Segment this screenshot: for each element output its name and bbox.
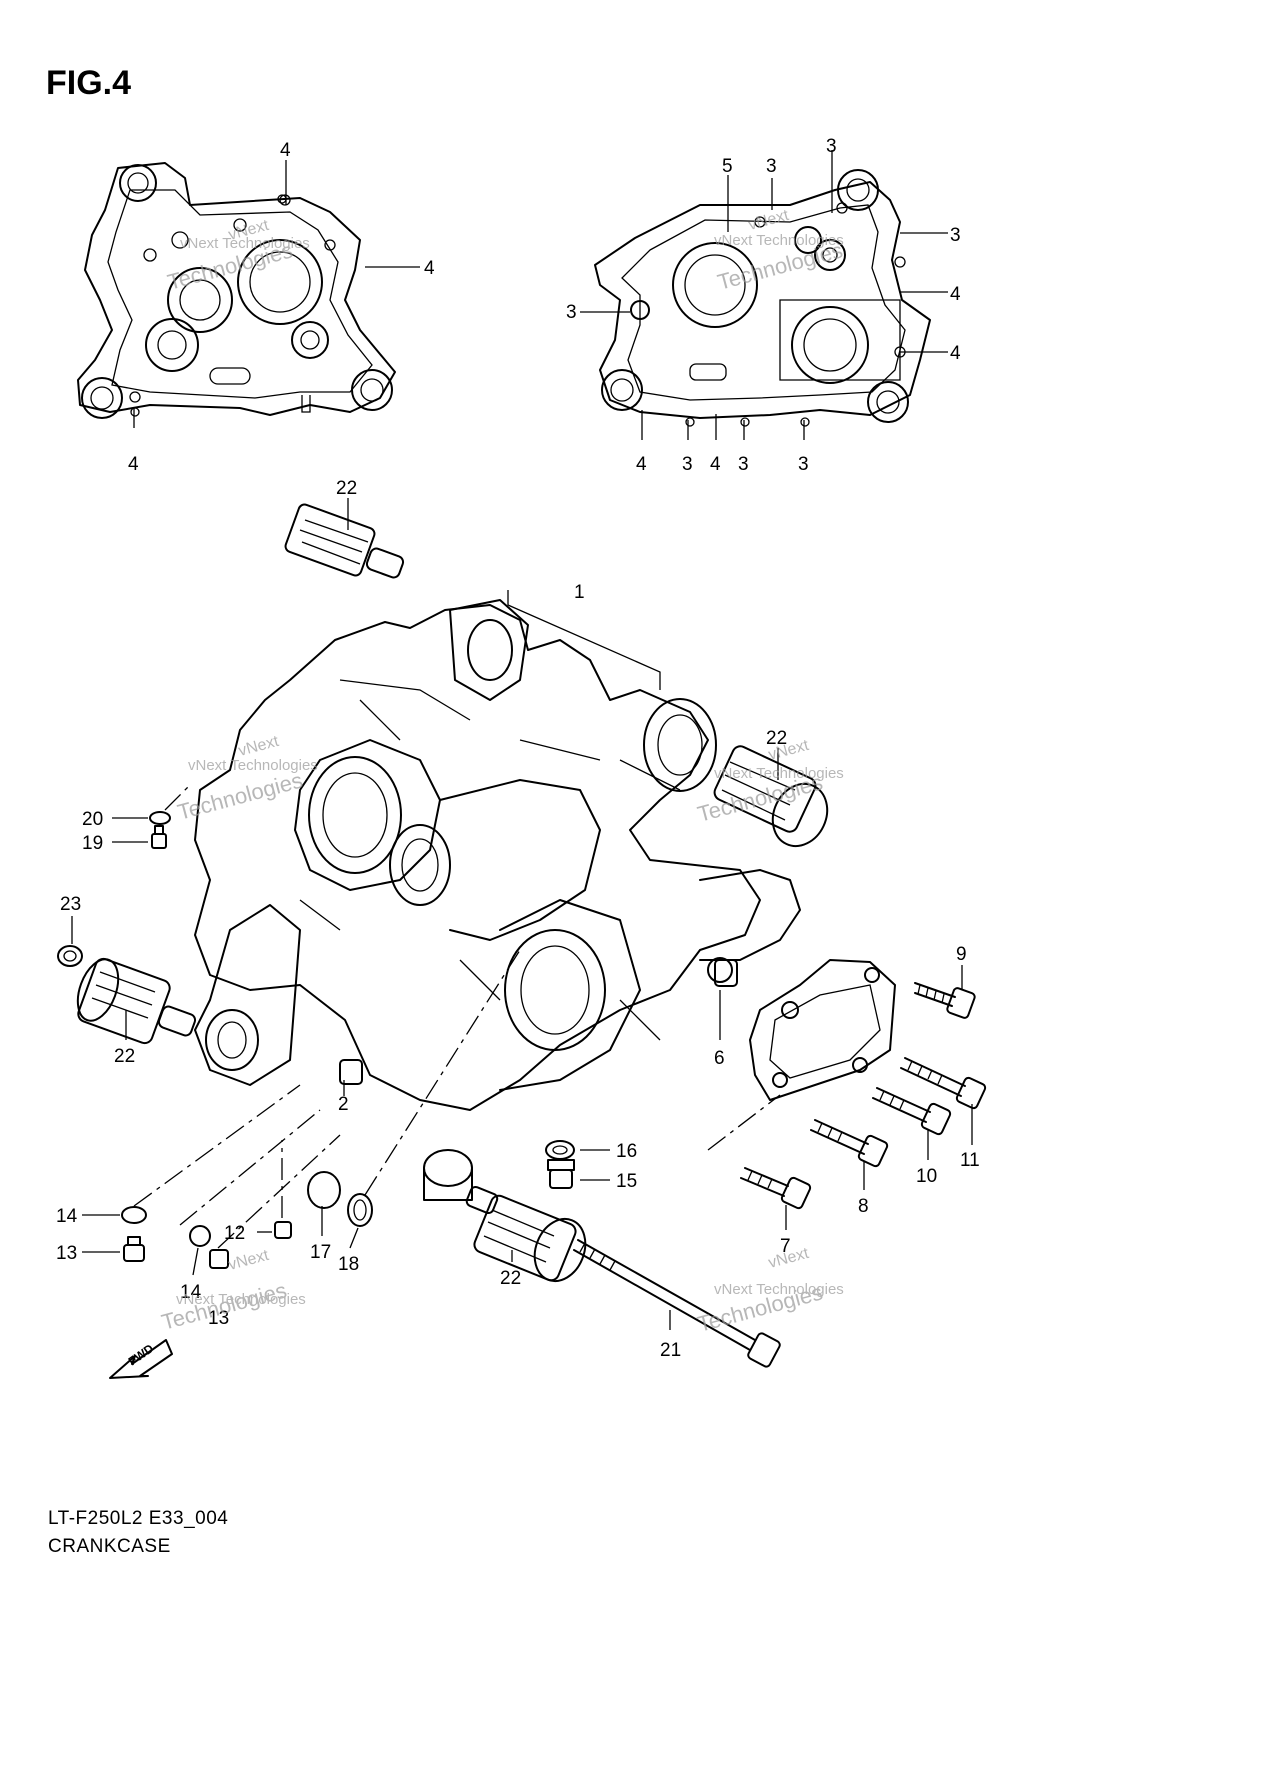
plug-13-a: [123, 1236, 145, 1262]
bearing-22-top: [284, 503, 405, 579]
callout-10: 10: [916, 1166, 937, 1187]
callout-18: 18: [338, 1254, 359, 1275]
svg-text:vNext: vNext: [227, 1247, 271, 1274]
callout-4: 4: [710, 454, 721, 475]
callout-16: 16: [616, 1141, 637, 1162]
callout-19: 19: [82, 833, 103, 854]
bearing-22-bottom: [465, 1185, 587, 1283]
callout-1: 1: [574, 582, 585, 603]
callout-12: 12: [224, 1223, 245, 1244]
callout-3: 3: [766, 156, 777, 177]
bearing-22-left: [76, 957, 197, 1045]
svg-text:Technologies: Technologies: [175, 767, 306, 824]
crankcase-assembly: [194, 599, 801, 1201]
figure-code: LT-F250L2 E33_004: [48, 1508, 229, 1529]
callout-23: 23: [60, 894, 81, 915]
callout-numbers: 4 4 4 5 3 3 3 3 4 4 4 3 4 3 3 22 1 22 20…: [56, 136, 980, 1361]
callout-8: 8: [858, 1196, 869, 1217]
crankcase-cover: [749, 959, 896, 1101]
callout-4: 4: [636, 454, 647, 475]
callout-17: 17: [310, 1242, 331, 1263]
callout-22: 22: [766, 728, 787, 749]
svg-text:vNext Technologies: vNext Technologies: [188, 757, 318, 774]
bolt-9: [914, 982, 976, 1019]
callout-3: 3: [950, 225, 961, 246]
callout-6: 6: [714, 1048, 725, 1069]
watermark-top-right: vNext vNext Technologies Technologies: [714, 207, 845, 295]
callout-7: 7: [780, 1236, 791, 1257]
watermark-mid-right: vNext vNext Technologies Technologies: [695, 737, 844, 827]
callout-4: 4: [424, 258, 435, 279]
callout-3: 3: [682, 454, 693, 475]
callout-3: 3: [798, 454, 809, 475]
dowel-12: [274, 1221, 292, 1239]
callout-14: 14: [180, 1282, 202, 1303]
washer-16: [545, 1140, 575, 1160]
callout-3: 3: [826, 136, 837, 157]
plug-17: [307, 1171, 341, 1209]
callout-20: 20: [82, 809, 103, 830]
bolt-7: [740, 1167, 812, 1210]
plug-15: [547, 1159, 575, 1189]
watermark-bottom-left: vNext vNext Technologies Technologies: [159, 1247, 306, 1335]
bolt-21: [573, 1239, 781, 1368]
bearing-22-right: [713, 745, 829, 848]
left-crankcase-half-view: [77, 162, 396, 419]
svg-text:vNext: vNext: [767, 1245, 811, 1272]
callout-22: 22: [114, 1046, 135, 1067]
plug-23: [57, 945, 83, 967]
figure-name: CRANKCASE: [48, 1536, 171, 1557]
svg-text:vNext Technologies: vNext Technologies: [180, 235, 310, 252]
callout-2: 2: [338, 1094, 349, 1115]
oring-18: [347, 1193, 373, 1227]
callout-14: 14: [56, 1206, 78, 1227]
bolt-19: [151, 825, 167, 849]
callout-13: 13: [208, 1308, 229, 1329]
callout-3: 3: [566, 302, 577, 323]
dowel-6: [714, 959, 738, 987]
callout-3: 3: [738, 454, 749, 475]
watermark-mid-left: vNext vNext Technologies Technologies: [175, 733, 318, 825]
right-crankcase-half-view: [594, 169, 931, 427]
callout-13: 13: [56, 1243, 77, 1264]
callout-4: 4: [950, 343, 961, 364]
callout-15: 15: [616, 1171, 637, 1192]
fwd-arrow-icon: FWD: [109, 1339, 173, 1379]
callout-4: 4: [280, 140, 291, 161]
svg-text:vNext Technologies: vNext Technologies: [176, 1291, 306, 1308]
svg-text:vNext Technologies: vNext Technologies: [714, 1281, 844, 1298]
svg-text:vNext: vNext: [237, 733, 281, 760]
bolt-10: [872, 1087, 952, 1136]
callout-9: 9: [956, 944, 967, 965]
callout-4: 4: [950, 284, 961, 305]
plug-13-b: [209, 1249, 229, 1269]
leader-lines: [71, 150, 973, 1330]
figure-title: FIG.4: [46, 64, 132, 102]
callout-22: 22: [500, 1268, 521, 1289]
svg-text:vNext: vNext: [747, 207, 791, 234]
callout-22: 22: [336, 478, 357, 499]
watermark-bottom-right: vNext vNext Technologies Technologies: [695, 1245, 844, 1337]
washer-14-b: [189, 1225, 211, 1247]
bolt-8: [810, 1119, 889, 1168]
callout-4: 4: [128, 454, 139, 475]
bolt-11: [900, 1057, 987, 1110]
washer-14-a: [121, 1206, 147, 1224]
svg-text:vNext Technologies: vNext Technologies: [714, 765, 844, 782]
callout-11: 11: [960, 1150, 980, 1171]
callout-21: 21: [660, 1340, 681, 1361]
svg-text:vNext Technologies: vNext Technologies: [714, 232, 844, 249]
callout-5: 5: [722, 156, 733, 177]
washer-20: [149, 811, 171, 825]
